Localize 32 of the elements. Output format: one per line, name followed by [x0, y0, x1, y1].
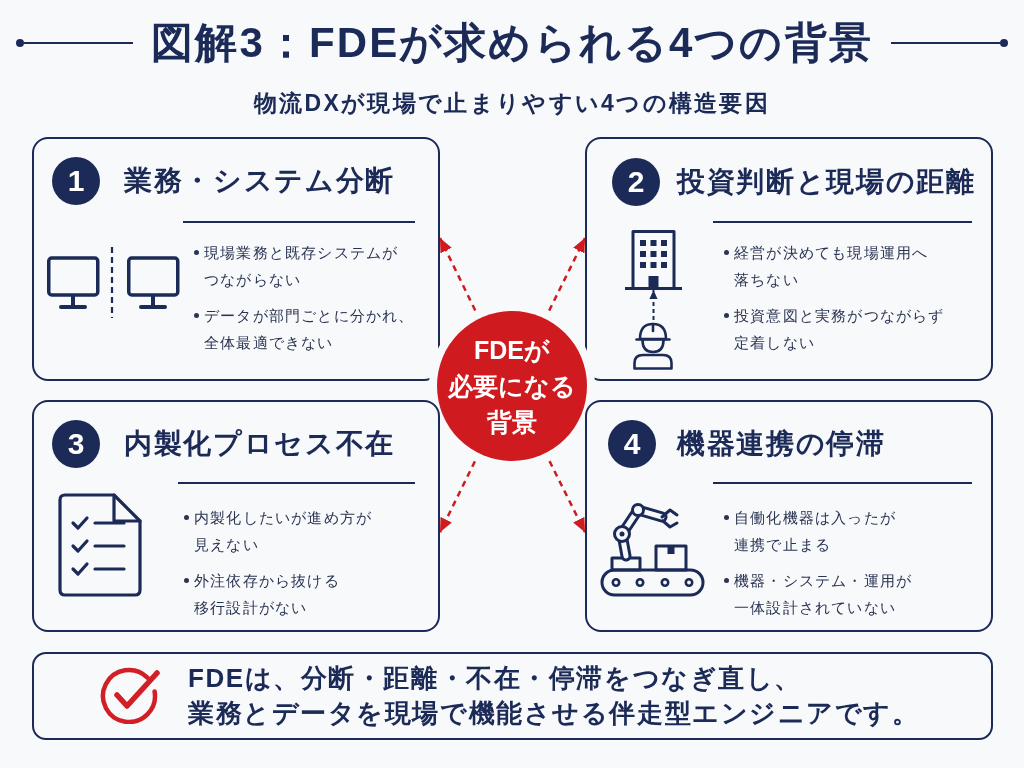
subtitle: 物流DXが現場で止まりやすい4つの構造要因 [253, 89, 770, 118]
summary-banner [32, 652, 993, 740]
factor-card [32, 400, 440, 632]
bullet-text: 外注依存から抜ける移行設計がない [194, 571, 341, 618]
card-title: 投資判断と現場の距離 [677, 165, 976, 199]
dashed-arrow [438, 237, 477, 311]
bullet-text: 投資意図と実務がつながらず定着しない [734, 306, 946, 353]
hub-text: FDEが必要になる背景 [447, 335, 577, 438]
number-badge: 4 [608, 420, 656, 468]
factor-card [585, 137, 993, 381]
dashed-arrow [548, 237, 587, 312]
bullet-text: 現場業務と既存システムがつながらない [204, 243, 400, 290]
card-title: 機器連携の停滞 [677, 427, 886, 461]
dashed-arrow [438, 460, 477, 533]
dashed-arrow [649, 289, 658, 321]
worker-icon [632, 320, 674, 370]
factor-card [585, 400, 993, 632]
summary-text: FDEは、分断・距離・不在・停滞をつなぎ直し、業務とデータを現場で機能させる伴走型エンジニアです。 [188, 662, 900, 730]
number-badge: 3 [52, 420, 100, 468]
building-icon [625, 230, 682, 290]
factor-card [32, 137, 440, 381]
dashed-arrow [548, 460, 587, 533]
number-badge: 1 [52, 157, 100, 205]
card-title: 業務・システム分断 [124, 164, 396, 198]
bullet-text: 内製化したいが進め方が見えない [194, 508, 374, 555]
number-badge: 2 [612, 158, 660, 206]
card-title: 内製化プロセス不在 [124, 427, 396, 461]
bullet-text: 経営が決めても現場運用へ落ちない [734, 243, 930, 290]
bullet-text: 機器・システム・運用が一体設計されていない [734, 571, 914, 618]
page-title: 図解3：FDEが求められる4つの背景 [151, 18, 873, 68]
bullet-text: データが部門ごとに分かれ、全体最適できない [204, 306, 416, 353]
bullet-text: 自働化機器は入ったが連携で止まる [734, 508, 897, 555]
